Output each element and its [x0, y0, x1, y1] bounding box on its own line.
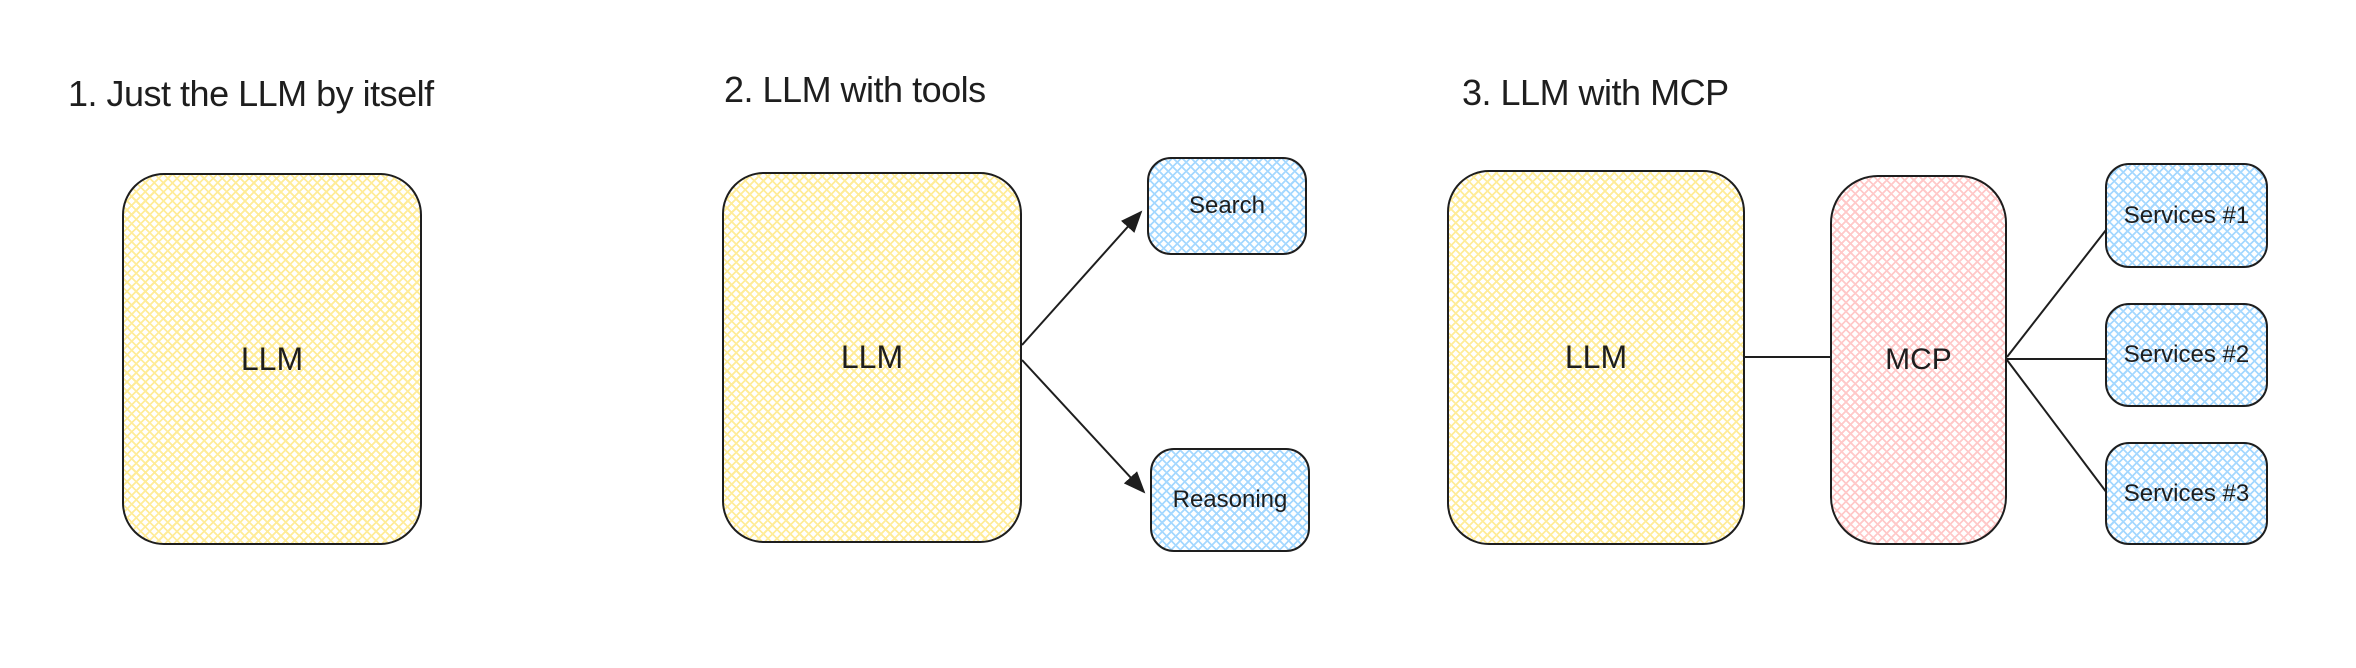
section-2-heading: 2. LLM with tools [724, 69, 986, 110]
connector-llm-to-reasoning [1021, 359, 1146, 494]
mcp-node: MCP [1830, 175, 2007, 545]
mcp-label: MCP [1885, 343, 1952, 376]
services-2-node: Services #2 [2105, 303, 2268, 407]
llm-node-section-2: LLM [722, 172, 1022, 543]
llm-label: LLM [840, 339, 904, 375]
search-tool-node: Search [1147, 157, 1307, 255]
reasoning-tool-label: Reasoning [1172, 486, 1288, 513]
connector-mcp-to-services-3 [2006, 359, 2108, 494]
section-3-heading: 3. LLM with MCP [1462, 72, 1729, 113]
connector-mcp-to-services-1 [2006, 229, 2107, 358]
llm-node-section-1: LLM [122, 173, 422, 545]
search-tool-label: Search [1188, 192, 1266, 219]
services-2-label: Services #2 [2123, 341, 2250, 368]
connector-llm-to-search [1021, 210, 1143, 346]
llm-node-section-3: LLM [1447, 170, 1745, 545]
services-3-node: Services #3 [2105, 442, 2268, 545]
services-1-node: Services #1 [2105, 163, 2268, 268]
llm-label: LLM [240, 340, 304, 377]
services-1-label: Services #1 [2123, 201, 2250, 229]
llm-label: LLM [1564, 339, 1628, 375]
reasoning-tool-node: Reasoning [1150, 448, 1310, 552]
services-3-label: Services #3 [2123, 479, 2250, 507]
section-1-heading: 1. Just the LLM by itself [68, 73, 434, 114]
